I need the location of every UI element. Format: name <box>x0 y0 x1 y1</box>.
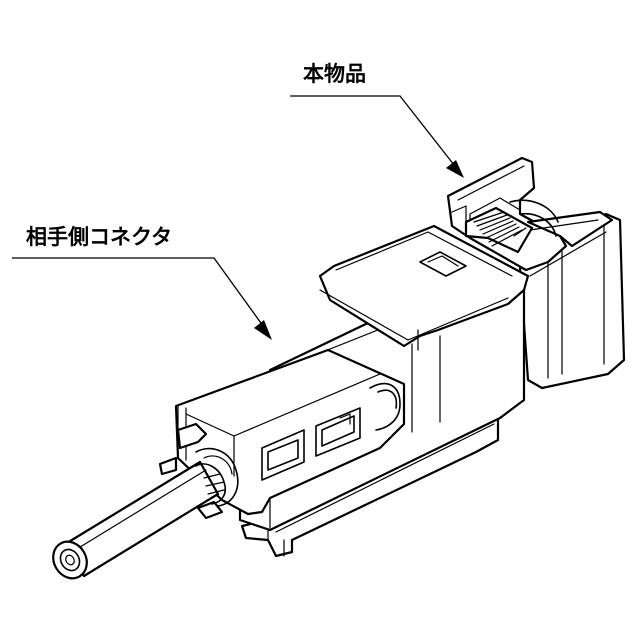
label-this-product: 本物品 <box>303 64 366 85</box>
leader-mating-connector <box>12 258 272 340</box>
label-mating-connector: 相手側コネクタ <box>26 227 172 248</box>
leader-this-product <box>290 96 464 178</box>
mating-connector-body <box>160 226 528 556</box>
cable <box>47 462 226 584</box>
